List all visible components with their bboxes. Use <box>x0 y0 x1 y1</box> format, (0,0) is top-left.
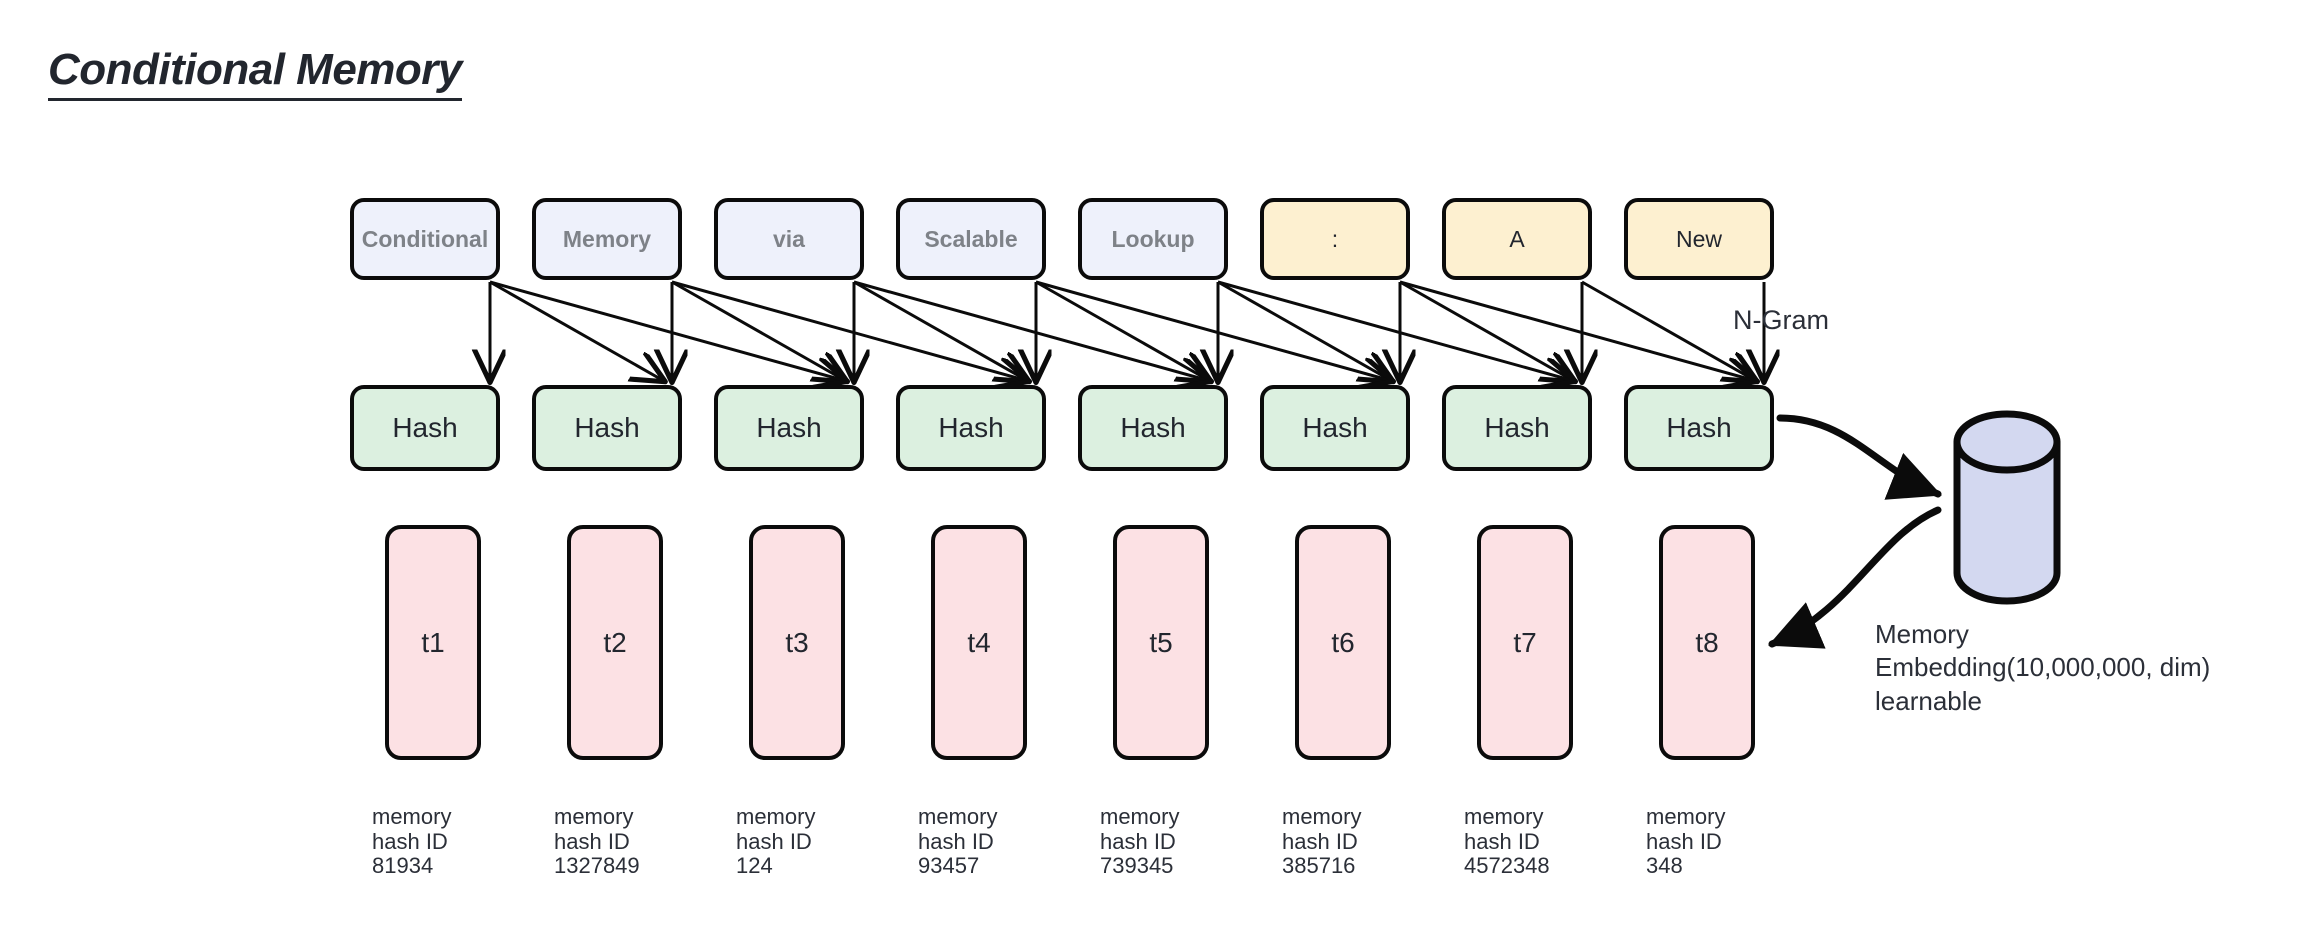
timestep-label: t7 <box>1513 626 1537 658</box>
timestep-label: t5 <box>1149 626 1173 658</box>
memory-hash-id-caption-7: memory hash ID 4572348 <box>1464 804 1550 879</box>
hash-label: Hash <box>574 412 640 443</box>
token-label: New <box>1675 225 1722 252</box>
ngram-arrow-7-8 <box>1581 280 1756 381</box>
token-label: via <box>773 225 805 252</box>
timestep-box-2[interactable]: t2 <box>567 525 663 760</box>
memory-hash-id-caption-2: memory hash ID 1327849 <box>554 804 640 879</box>
ngram-arrow-4-5 <box>1035 280 1210 381</box>
timestep-label: t6 <box>1331 626 1355 658</box>
ngram-arrow-3-4 <box>853 280 1028 381</box>
token-box-5[interactable]: Lookup <box>1078 198 1228 280</box>
timestep-box-3[interactable]: t3 <box>749 525 845 760</box>
hash-label: Hash <box>1120 412 1186 443</box>
memory-hash-id-caption-5: memory hash ID 739345 <box>1100 804 1180 879</box>
ngram-arrow-4-6 <box>1035 280 1392 381</box>
memory-hash-id-caption-3: memory hash ID 124 <box>736 804 816 879</box>
hash-box-8[interactable]: Hash <box>1624 385 1774 471</box>
token-box-7[interactable]: A <box>1442 198 1592 280</box>
token-box-8[interactable]: New <box>1624 198 1774 280</box>
database-cylinder-icon <box>1953 410 2061 605</box>
token-box-1[interactable]: Conditional <box>350 198 500 280</box>
token-box-4[interactable]: Scalable <box>896 198 1046 280</box>
ngram-arrow-5-6 <box>1217 280 1392 381</box>
timestep-box-5[interactable]: t5 <box>1113 525 1209 760</box>
hash-box-5[interactable]: Hash <box>1078 385 1228 471</box>
timestep-label: t1 <box>421 626 445 658</box>
memory-hash-id-caption-1: memory hash ID 81934 <box>372 804 452 879</box>
memory-lookup-arrow <box>1776 414 1942 500</box>
ngram-arrow-1-2 <box>489 280 664 381</box>
token-label: Scalable <box>924 225 1018 252</box>
token-label: A <box>1509 225 1525 252</box>
ngram-arrow-2-4 <box>671 280 1028 381</box>
timestep-box-8[interactable]: t8 <box>1659 525 1755 760</box>
token-box-3[interactable]: via <box>714 198 864 280</box>
token-label: Lookup <box>1111 225 1195 252</box>
page-title: Conditional Memory <box>48 48 462 101</box>
memory-hash-id-caption-4: memory hash ID 93457 <box>918 804 998 879</box>
hash-label: Hash <box>756 412 822 443</box>
token-label: : <box>1331 225 1339 252</box>
ngram-label: N-Gram <box>1733 305 1829 335</box>
memory-store-caption: Memory Embedding(10,000,000, dim) learna… <box>1875 619 2211 716</box>
hash-box-2[interactable]: Hash <box>532 385 682 471</box>
memory-hash-id-caption-8: memory hash ID 348 <box>1646 804 1726 879</box>
hash-box-4[interactable]: Hash <box>896 385 1046 471</box>
ngram-arrow-3-5 <box>853 280 1210 381</box>
timestep-label: t3 <box>785 626 809 658</box>
timestep-label: t4 <box>967 626 991 658</box>
token-box-6[interactable]: : <box>1260 198 1410 280</box>
token-box-2[interactable]: Memory <box>532 198 682 280</box>
ngram-arrow-1-3 <box>489 280 846 381</box>
timestep-box-7[interactable]: t7 <box>1477 525 1573 760</box>
timestep-label: t2 <box>603 626 627 658</box>
timestep-box-6[interactable]: t6 <box>1295 525 1391 760</box>
timestep-box-4[interactable]: t4 <box>931 525 1027 760</box>
hash-label: Hash <box>938 412 1004 443</box>
hash-box-3[interactable]: Hash <box>714 385 864 471</box>
ngram-arrow-6-7 <box>1399 280 1574 381</box>
hash-box-6[interactable]: Hash <box>1260 385 1410 471</box>
memory-hash-id-caption-6: memory hash ID 385716 <box>1282 804 1362 879</box>
token-label: Memory <box>562 225 652 252</box>
hash-label: Hash <box>1484 412 1550 443</box>
timestep-box-1[interactable]: t1 <box>385 525 481 760</box>
hash-box-7[interactable]: Hash <box>1442 385 1592 471</box>
token-label: Conditional <box>361 225 489 252</box>
ngram-arrow-5-7 <box>1217 280 1574 381</box>
timestep-label: t8 <box>1695 626 1719 658</box>
hash-box-1[interactable]: Hash <box>350 385 500 471</box>
hash-label: Hash <box>1666 412 1732 443</box>
ngram-arrow-6-8 <box>1399 280 1756 381</box>
hash-label: Hash <box>392 412 458 443</box>
ngram-arrow-2-3 <box>671 280 846 381</box>
hash-label: Hash <box>1302 412 1368 443</box>
